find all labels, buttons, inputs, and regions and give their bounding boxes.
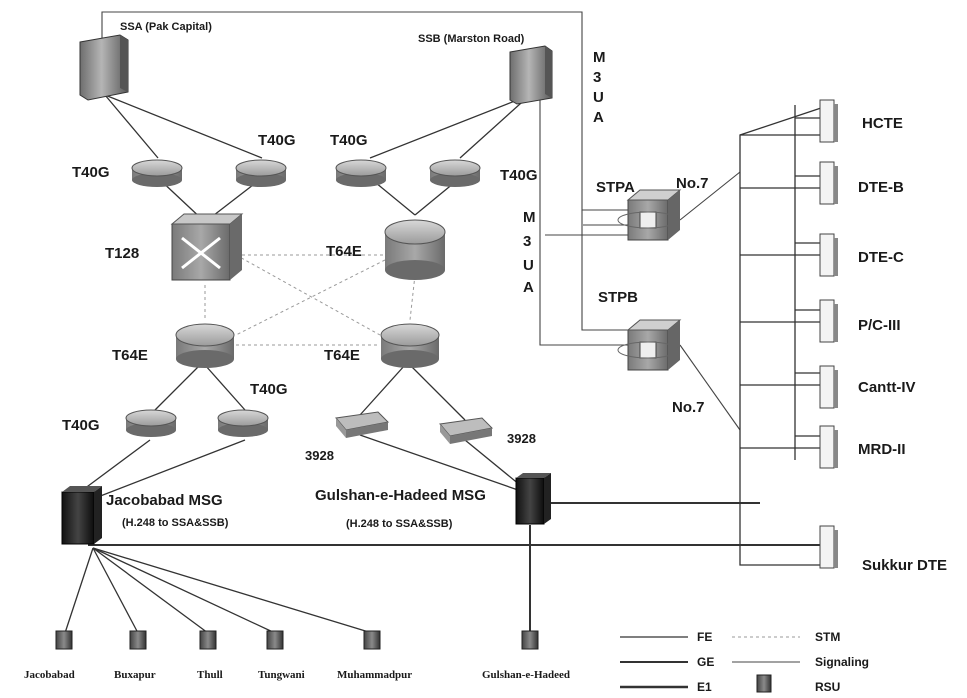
rsu-label: Tungwani: [258, 669, 305, 681]
rsu-gulshan-e-hadeed: Gulshan-e-Hadeed: [482, 630, 570, 681]
legend: FE STM GE Signaling E1 RSU: [620, 630, 869, 694]
msg-jacobabad: [61, 486, 102, 545]
exchange-label: MRD-II: [858, 441, 906, 458]
t40g-c1-label: T40G: [62, 417, 100, 434]
rsu-label: Buxapur: [114, 669, 156, 681]
msg-left-name: Jacobabad MSG: [106, 492, 223, 509]
m3ua-a-letter: U: [593, 89, 604, 106]
router-t40g-b2: [429, 159, 481, 187]
router-t64e-left: [175, 323, 235, 368]
rsu-muhammadpur: Muhammadpur: [337, 630, 412, 681]
exchanges: HCTE DTE-B DTE-C P/C-III Cantt-IV MRD-II: [819, 99, 947, 574]
exchange-mrd-ii: MRD-II: [819, 425, 906, 469]
ssb-label: SSB (Marston Road): [418, 33, 525, 45]
stpb: [617, 319, 682, 371]
links: [64, 11, 831, 634]
sw1-label: 3928: [305, 448, 334, 463]
m3ua-b-letter: U: [523, 257, 534, 274]
msg-right-sub: (H.248 to SSA&SSB): [346, 518, 453, 530]
exchange-sukkur-dte: Sukkur DTE: [819, 525, 947, 574]
t40g-b1-label: T40G: [330, 132, 368, 149]
stpa-label: STPA: [596, 179, 635, 196]
exchange-label: Sukkur DTE: [862, 557, 947, 574]
t40g-b2-label: T40G: [500, 167, 538, 184]
exchange-label: DTE-C: [858, 249, 904, 266]
switch-3928-right: [439, 417, 494, 444]
t64e-right-label: T64E: [324, 347, 360, 364]
exchange-dte-c: DTE-C: [819, 233, 904, 277]
exchange-label: HCTE: [862, 115, 903, 132]
stpb-label: STPB: [598, 289, 638, 306]
switch-t128: [170, 213, 244, 281]
t64e-left-label: T64E: [112, 347, 148, 364]
rsu-buxapur: Buxapur: [114, 630, 156, 681]
m3ua-a-letter: M: [593, 49, 606, 66]
router-t40g-c2: [217, 409, 269, 437]
m3ua-b-letter: A: [523, 279, 534, 296]
t64e-top-label: T64E: [326, 243, 362, 260]
rsu-label: Muhammadpur: [337, 669, 412, 681]
t128-label: T128: [105, 245, 139, 262]
exchange-cantt-iv: Cantt-IV: [819, 365, 916, 409]
router-t64e-right: [380, 323, 440, 368]
switch-3928-left: [335, 411, 390, 438]
t40g-c2-label: T40G: [250, 381, 288, 398]
rsu-label: Thull: [197, 669, 223, 681]
exchange-dte-b: DTE-B: [819, 161, 904, 205]
exchange-label: Cantt-IV: [858, 379, 916, 396]
rsu-tungwani: Tungwani: [258, 630, 305, 681]
m3ua-b-letter: M: [523, 209, 536, 226]
rsu-label: Gulshan-e-Hadeed: [482, 669, 570, 681]
ssb-server: [509, 45, 553, 105]
ssa-server: [79, 34, 129, 101]
rsu-label: Jacobabad: [24, 669, 75, 681]
stpa: [617, 189, 682, 241]
rsus: Jacobabad Buxapur Thull Tungwani Muhamma…: [24, 630, 570, 681]
router-t40g-c1: [125, 409, 177, 437]
ssa-label: SSA (Pak Capital): [120, 21, 212, 33]
no7-b-label: No.7: [672, 399, 705, 416]
msg-left-sub: (H.248 to SSA&SSB): [122, 517, 229, 529]
rsu-thull: Thull: [197, 630, 223, 681]
sw2-label: 3928: [507, 431, 536, 446]
exchange-label: DTE-B: [858, 179, 904, 196]
t40g-a1-label: T40G: [72, 164, 110, 181]
router-t40g-a2: [235, 159, 287, 187]
rsu-jacobabad: Jacobabad: [24, 630, 75, 681]
m3ua-b-label: M 3 U A: [523, 209, 536, 296]
no7-a-label: No.7: [676, 175, 709, 192]
legend-stm-label: STM: [815, 630, 840, 644]
msg-right-name: Gulshan-e-Hadeed MSG: [315, 487, 486, 504]
legend-ge-label: GE: [697, 655, 714, 669]
exchange-label: P/C-III: [858, 317, 901, 334]
msg-gulshan: [515, 473, 551, 525]
t40g-a2-label: T40G: [258, 132, 296, 149]
m3ua-a-label: M 3 U A: [593, 49, 606, 126]
exchange-pc-iii: P/C-III: [819, 299, 901, 343]
legend-signaling-label: Signaling: [815, 655, 869, 669]
legend-e1-label: E1: [697, 680, 712, 694]
router-t40g-a1: [131, 159, 183, 187]
m3ua-b-letter: 3: [523, 233, 531, 250]
router-t64e-top: [384, 219, 446, 280]
legend-rsu-label: RSU: [815, 680, 840, 694]
legend-fe-label: FE: [697, 630, 712, 644]
legend-rsu-icon: [756, 674, 772, 693]
exchange-hcte: HCTE: [819, 99, 903, 143]
router-t40g-b1: [335, 159, 387, 187]
m3ua-a-letter: 3: [593, 69, 601, 86]
m3ua-a-letter: A: [593, 109, 604, 126]
